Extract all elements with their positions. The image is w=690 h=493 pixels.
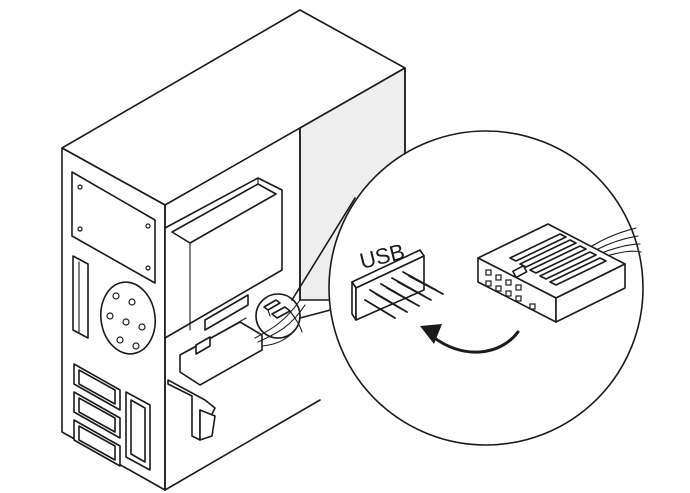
pc-tower	[61, 9, 406, 491]
front-slot	[72, 255, 89, 339]
insertion-arrow	[420, 324, 520, 354]
header-location-circle	[255, 293, 301, 339]
expansion-card	[179, 321, 263, 386]
drive-bay-plate	[71, 171, 156, 284]
zoom-line-top	[291, 197, 356, 301]
motherboard-usb-header	[351, 249, 444, 321]
connector-wires	[591, 227, 642, 256]
magnify-circle	[328, 130, 644, 446]
drive-cage	[164, 177, 283, 339]
magnified-detail: USB	[328, 130, 644, 446]
usb-cable-connector	[477, 223, 642, 323]
front-fan-grill	[99, 281, 157, 355]
